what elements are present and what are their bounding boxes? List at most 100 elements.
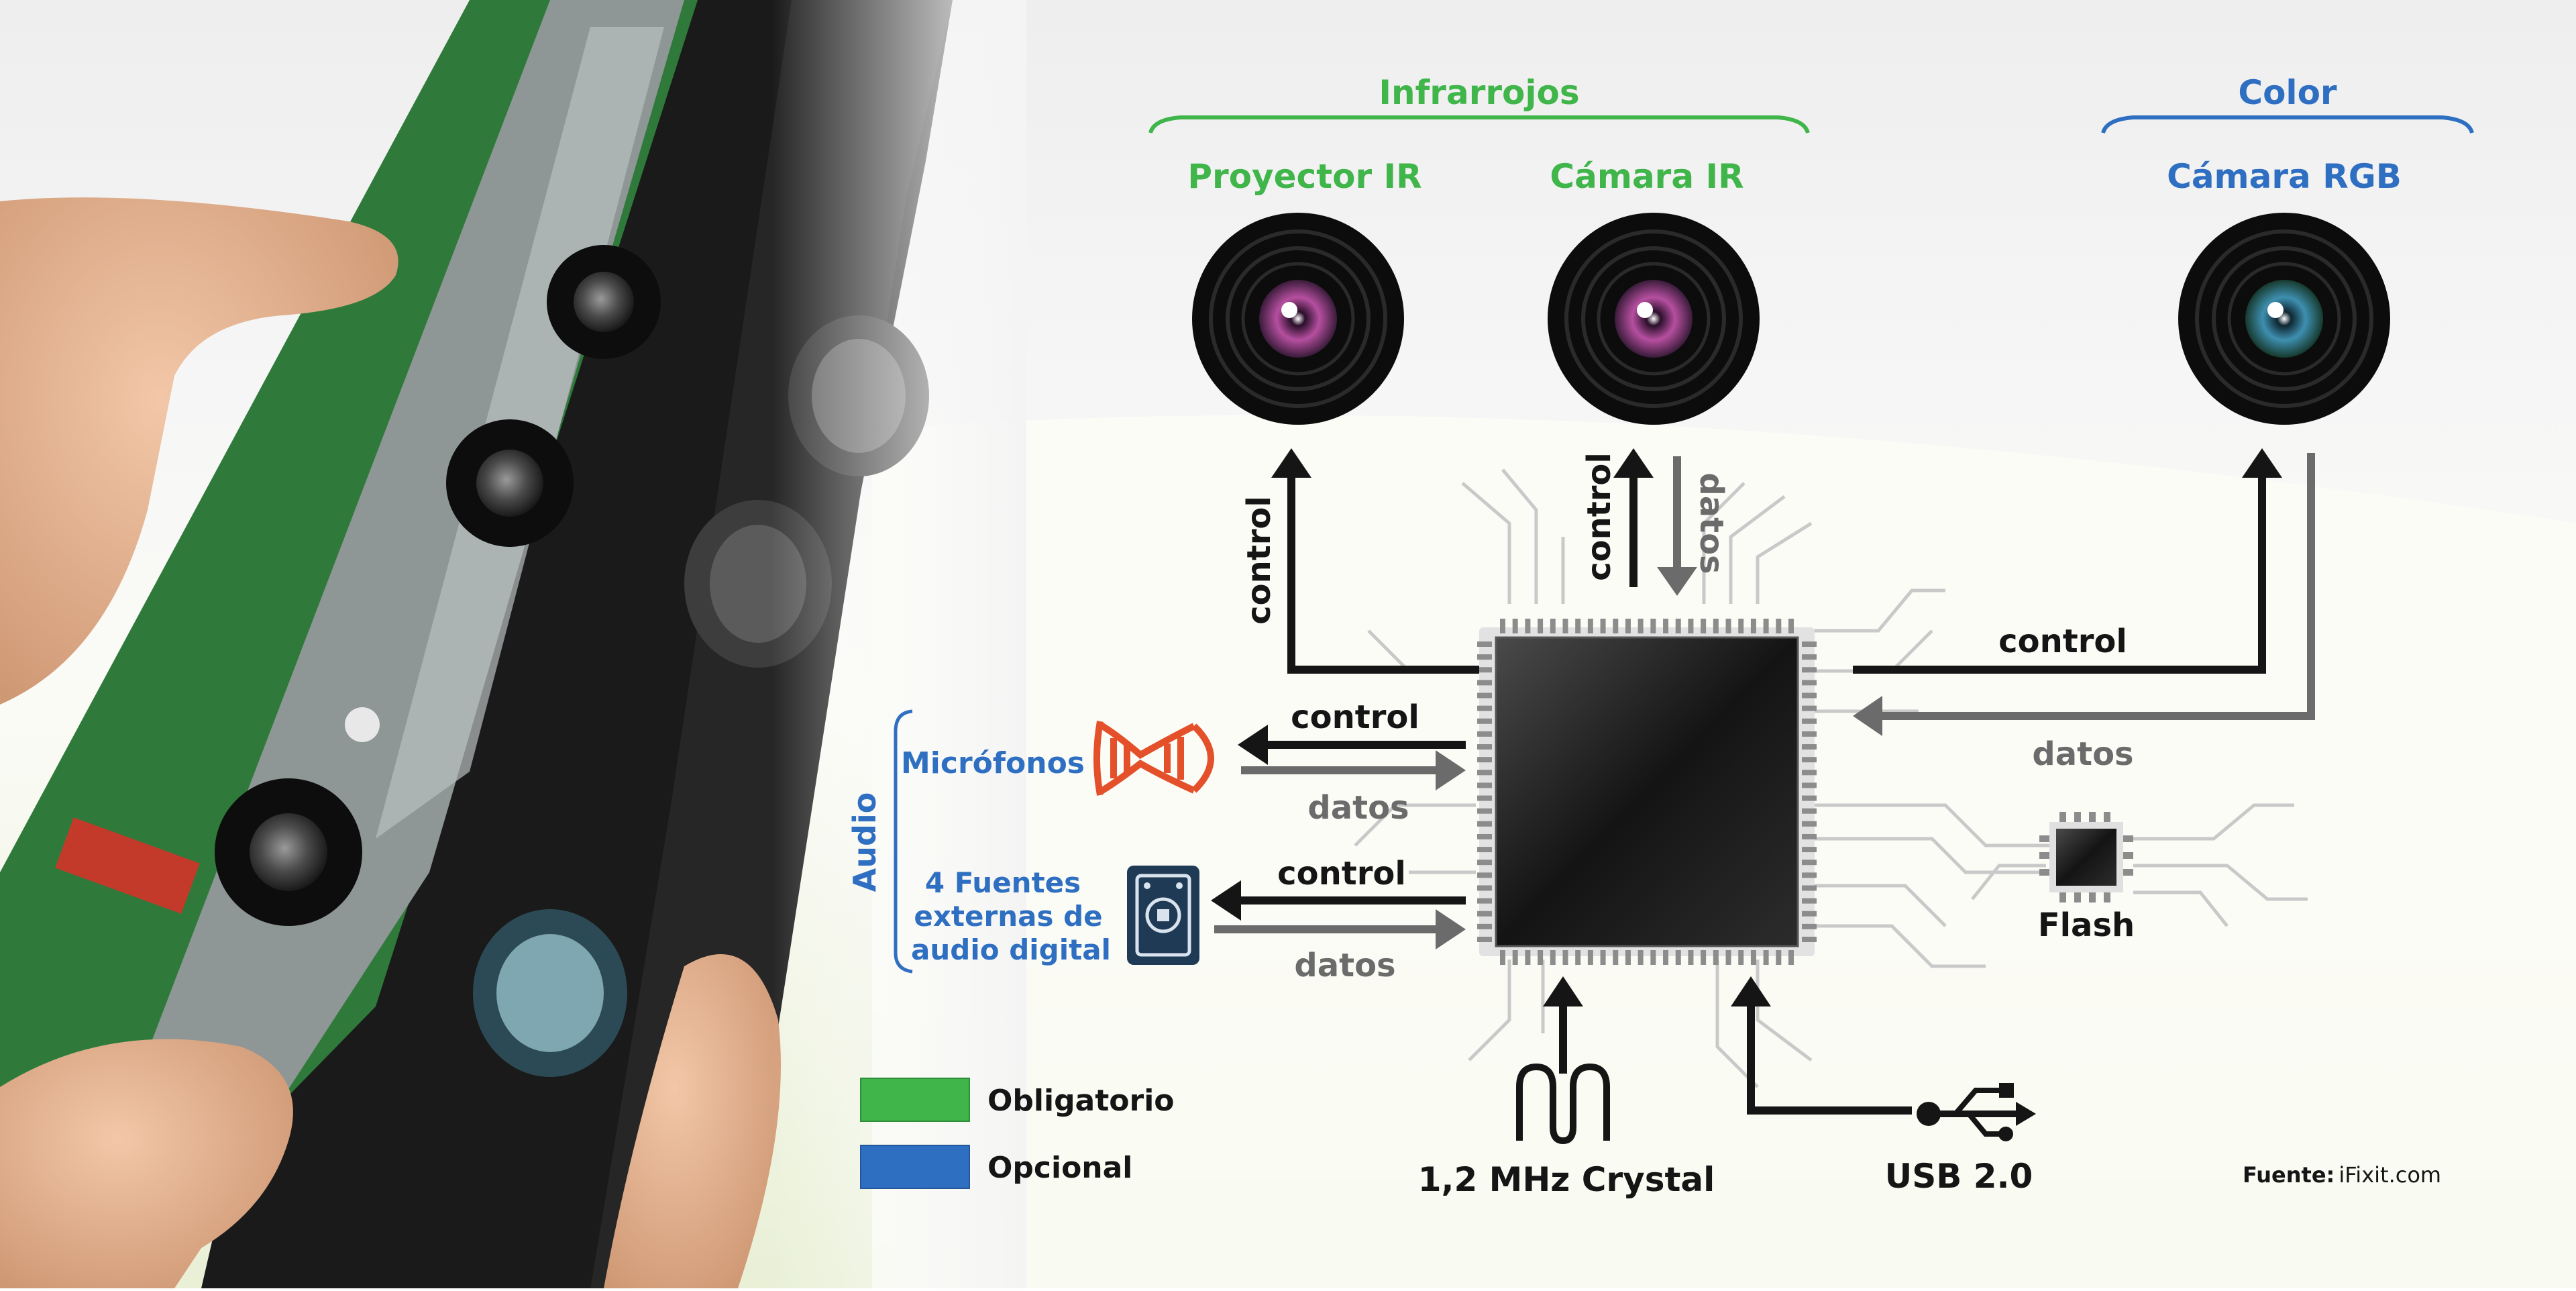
rgb-datos-line [1878,453,2315,720]
rgb-camera-label: Cámara RGB [2167,157,2402,196]
chip-pin [1477,898,1492,904]
crystal-arrowhead [1543,976,1583,1006]
chip-pin [1776,619,1782,633]
chip-pin [1802,731,1817,737]
chip-pin [1512,619,1518,633]
chip-pin [1788,950,1794,965]
chip-pin [1477,821,1492,827]
chip-pin [1802,654,1817,660]
chip-pin [1802,885,1817,891]
chip-pin [1802,872,1817,878]
rgb-datos-label: datos [2032,735,2133,773]
chip-pin [1776,950,1782,965]
chip-pin [1802,782,1817,788]
chip-pin [1477,731,1492,737]
chip-pin [1802,705,1817,711]
chip-pin [1802,770,1817,776]
mic-datos-label: datos [1307,789,1409,827]
chip-pin [1650,950,1656,965]
ir-camera-control-label: control [1580,452,1618,581]
hand-upper [0,197,398,705]
legend: Obligatorio Opcional [860,1078,1175,1189]
chip-pin [1663,619,1669,633]
chip-pin [1675,950,1681,965]
chip-pin [1477,872,1492,878]
chip-pin [1550,619,1556,633]
chip-pin [1477,782,1492,788]
audio-group-label: Audio [847,792,883,892]
ext-audio-datos-label: datos [1294,947,1395,984]
chip-pin [1477,718,1492,724]
chip-pin [1802,937,1817,942]
chip-pin [1613,619,1619,633]
ir-projector-control-arrowhead [1271,448,1311,478]
chip-pin [1600,950,1606,965]
mic-datos-arrowhead [1436,750,1466,790]
usb-icon [1917,1083,2036,1141]
chip-pin [1802,821,1817,827]
chip-pin [1500,950,1505,965]
board-lens-bottom-glass [250,813,327,891]
ir-camera-datos-arrowhead [1657,567,1697,596]
chip-pin [1802,744,1817,750]
board-led [345,707,380,742]
chip-pin [1525,619,1531,633]
chip-pin [1477,770,1492,776]
chip-pin [1600,619,1606,633]
ext-audio-datos-arrowhead [1436,909,1466,949]
chip-pin [1477,680,1492,686]
chip-pin [1713,619,1719,633]
chip-pin [1688,950,1694,965]
chip-pin [1587,619,1593,633]
chip-pin [1477,937,1492,942]
ir-projector-lens [1192,213,1404,425]
mic-control-arrowhead [1238,725,1268,765]
chip-pin [1638,950,1644,965]
usb-arrowhead [1731,976,1771,1006]
rgb-camera-lens [2178,213,2390,425]
chip-pin [1638,619,1644,633]
board-lens-top-glass [574,272,634,332]
chip-pin [1802,692,1817,699]
chip-pin [1587,950,1593,965]
chip-pin [1625,950,1631,965]
ext-audio-label-line2: externas de [914,900,1102,933]
audio-bracket [894,709,913,974]
chip-pin [1562,950,1568,965]
color-group-label: Color [2238,73,2337,112]
chip-pin [1613,950,1619,965]
rgb-control-label: control [1998,623,2127,660]
source-value: iFixit.com [2339,1162,2441,1188]
chip-pin [1802,641,1817,647]
chip-pin [1477,795,1492,801]
chip-pin [1725,950,1731,965]
chip-pin [1477,654,1492,660]
usb-label: USB 2.0 [1885,1157,2033,1196]
chip-pin [1802,718,1817,724]
chip-pin [1802,667,1817,673]
chip-pin [1477,641,1492,647]
chip-pin [1477,744,1492,750]
ir-projector-label: Proyector IR [1187,157,1421,196]
crystal-waveform-icon [1516,1063,1610,1145]
chip-pin [1512,950,1518,965]
rgb-control-line [1853,470,2266,674]
chip-pin [1802,911,1817,917]
ir-projector-control-line [1287,470,1479,674]
chip-pin [1650,619,1656,633]
ir-camera-label: Cámara IR [1550,157,1743,196]
chip-pin [1802,898,1817,904]
microphone-icon [1093,721,1214,796]
chip-pin [1477,885,1492,891]
chip-pin [1802,757,1817,763]
source-label: Fuente: [2243,1162,2334,1188]
main-processor-chip [1479,627,1815,956]
source-credit: Fuente:iFixit.com [2243,1162,2441,1188]
ext-audio-label-line1: 4 Fuentes [925,866,1081,899]
chip-pin [1562,619,1568,633]
chip-pin [1688,619,1694,633]
infrared-group-label: Infrarrojos [1379,73,1579,112]
chip-pin [1477,923,1492,929]
